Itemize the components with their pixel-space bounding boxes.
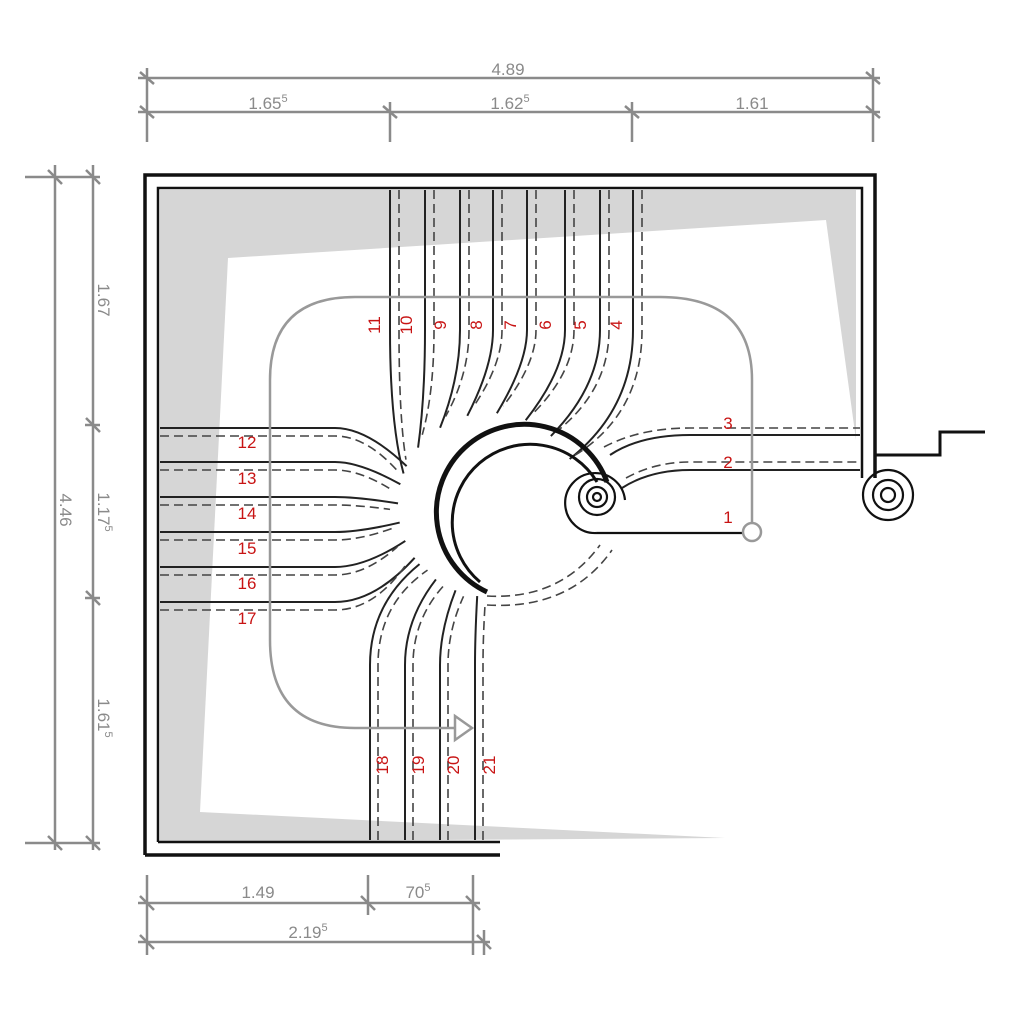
tread-2 — [621, 469, 860, 489]
tread-top-dash — [572, 190, 643, 458]
dim-bottom-2: 705 — [405, 882, 430, 902]
dim-left-3: 1.615 — [94, 698, 114, 737]
dim-top-total: 4.89 — [491, 60, 524, 79]
central-handrail — [433, 421, 610, 595]
tread-bottom-dash — [412, 584, 445, 840]
tread-left — [160, 557, 416, 603]
outer-wall — [143, 173, 877, 855]
step-number-6: 6 — [536, 320, 555, 329]
tread-bottom — [474, 596, 479, 840]
tread-top — [466, 190, 494, 417]
tread-top — [439, 190, 461, 429]
dim-top-3: 1.61 — [735, 94, 768, 113]
walking-line-start — [741, 521, 763, 543]
tread-left — [160, 461, 401, 486]
start-volute — [564, 471, 752, 535]
step-number-2: 2 — [723, 453, 732, 472]
tread-bottom-dash — [447, 595, 465, 840]
tread-top-dash — [531, 190, 575, 416]
step-number-20: 20 — [444, 756, 463, 775]
step-number-15: 15 — [238, 539, 257, 558]
tread-top — [550, 190, 601, 437]
walking-line — [268, 295, 754, 730]
step-number-16: 16 — [238, 574, 257, 593]
step-number-7: 7 — [501, 320, 520, 329]
tread-top-dash — [472, 190, 503, 407]
tread-top — [496, 190, 528, 414]
central-handrail-inner — [450, 442, 599, 584]
shadow-area — [160, 190, 856, 842]
tread-3 — [609, 434, 860, 456]
dim-bottom-total: 2.195 — [288, 922, 327, 942]
wall-volute — [861, 468, 915, 522]
dimension-lines — [25, 68, 881, 955]
tread-left-dash — [160, 546, 398, 576]
tread-bottom — [439, 589, 457, 840]
tread-bottom-dash — [482, 602, 486, 840]
step-number-14: 14 — [238, 504, 257, 523]
dim-left-total: 4.46 — [56, 493, 75, 526]
tread-bottom-dash — [377, 569, 428, 840]
tread-3-dash — [603, 427, 860, 448]
step-number-12: 12 — [238, 433, 257, 452]
tread-top — [417, 190, 426, 448]
tread-bottom — [369, 563, 421, 840]
dim-top-1: 1.655 — [248, 93, 287, 113]
inner-wall — [156, 186, 864, 842]
step-number-19: 19 — [409, 756, 428, 775]
step-number-17: 17 — [238, 609, 257, 628]
handrail-dashed — [486, 544, 601, 598]
dim-left-1: 1.67 — [94, 283, 113, 316]
step-number-11: 11 — [365, 316, 384, 334]
tread-top-dash — [502, 190, 537, 407]
step-number-3: 3 — [723, 414, 732, 433]
tread-left — [160, 540, 406, 568]
step-number-5: 5 — [571, 320, 590, 329]
step-number-13: 13 — [238, 469, 257, 488]
tread-top-dash — [555, 190, 610, 434]
tread-bottom — [404, 578, 437, 840]
tread-top-dash — [444, 190, 470, 417]
step-number-18: 18 — [373, 756, 392, 775]
tread-2-dash — [625, 461, 860, 479]
step-number-4: 4 — [607, 320, 626, 329]
step-number-1: 1 — [723, 508, 732, 527]
tread-left-dash — [160, 469, 393, 491]
tread-left-dash — [160, 527, 392, 541]
tread-left-dash — [160, 504, 391, 511]
tread-top-dash — [421, 190, 435, 435]
landing-step — [875, 430, 985, 457]
dim-left-2: 1.175 — [94, 492, 114, 531]
handrail-dashed-2 — [486, 549, 613, 607]
step-number-9: 9 — [431, 320, 450, 329]
step-number-10: 10 — [397, 316, 416, 335]
dim-bottom-1: 1.49 — [241, 883, 274, 902]
walking-line-arrow-icon — [453, 713, 475, 743]
tread-left — [160, 521, 400, 533]
tread-left-dash — [160, 435, 400, 473]
tread-top-dash — [398, 190, 407, 460]
tread-left — [160, 427, 408, 467]
tread-left-dash — [160, 563, 408, 611]
step-number-21: 21 — [480, 756, 499, 775]
treads — [160, 190, 643, 840]
step-number-8: 8 — [467, 320, 486, 329]
tread-top — [524, 190, 566, 421]
tread-left — [160, 496, 399, 505]
dim-top-2: 1.625 — [490, 93, 529, 113]
dimension-labels: 4.89 1.655 1.625 1.61 4.46 1.67 1.175 1.… — [56, 60, 769, 942]
